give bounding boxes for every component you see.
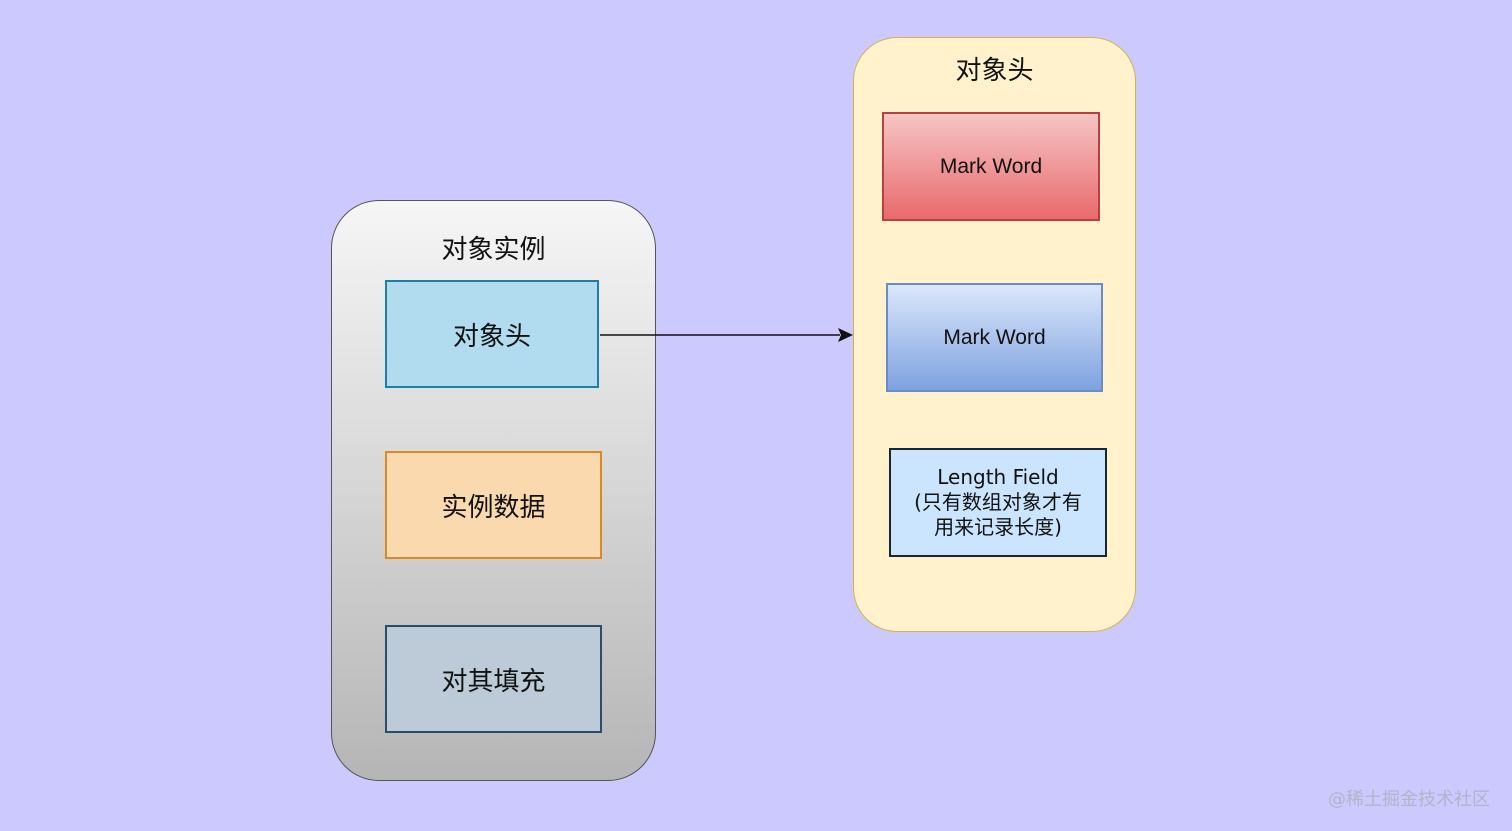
- padding-box: 对其填充: [385, 625, 602, 733]
- instance-data-box: 实例数据: [385, 451, 602, 559]
- padding-label: 对其填充: [441, 666, 546, 697]
- length-field-line-3: 用来记录长度): [934, 515, 1062, 539]
- object-header-label: 对象头: [452, 321, 531, 352]
- length-field-line-1: Length Field: [937, 465, 1059, 489]
- length-field-line-2: (只有数组对象才有: [914, 490, 1082, 514]
- mark-word-label-2: Mark Word: [943, 325, 1046, 349]
- mark-word-label-1: Mark Word: [939, 154, 1043, 178]
- object-instance-title: 对象实例: [441, 235, 546, 265]
- object-header-title: 对象头: [955, 56, 1034, 86]
- watermark: @稀土掘金技术社区: [1328, 789, 1490, 810]
- object-header-box: 对象头: [385, 280, 599, 388]
- instance-data-label: 实例数据: [441, 492, 546, 523]
- length-field-box: Length Field (只有数组对象才有 用来记录长度): [889, 448, 1107, 557]
- mark-word-box-1: Mark Word: [882, 112, 1100, 221]
- mark-word-box-2: Mark Word: [886, 283, 1103, 392]
- arrow-head: [838, 328, 853, 342]
